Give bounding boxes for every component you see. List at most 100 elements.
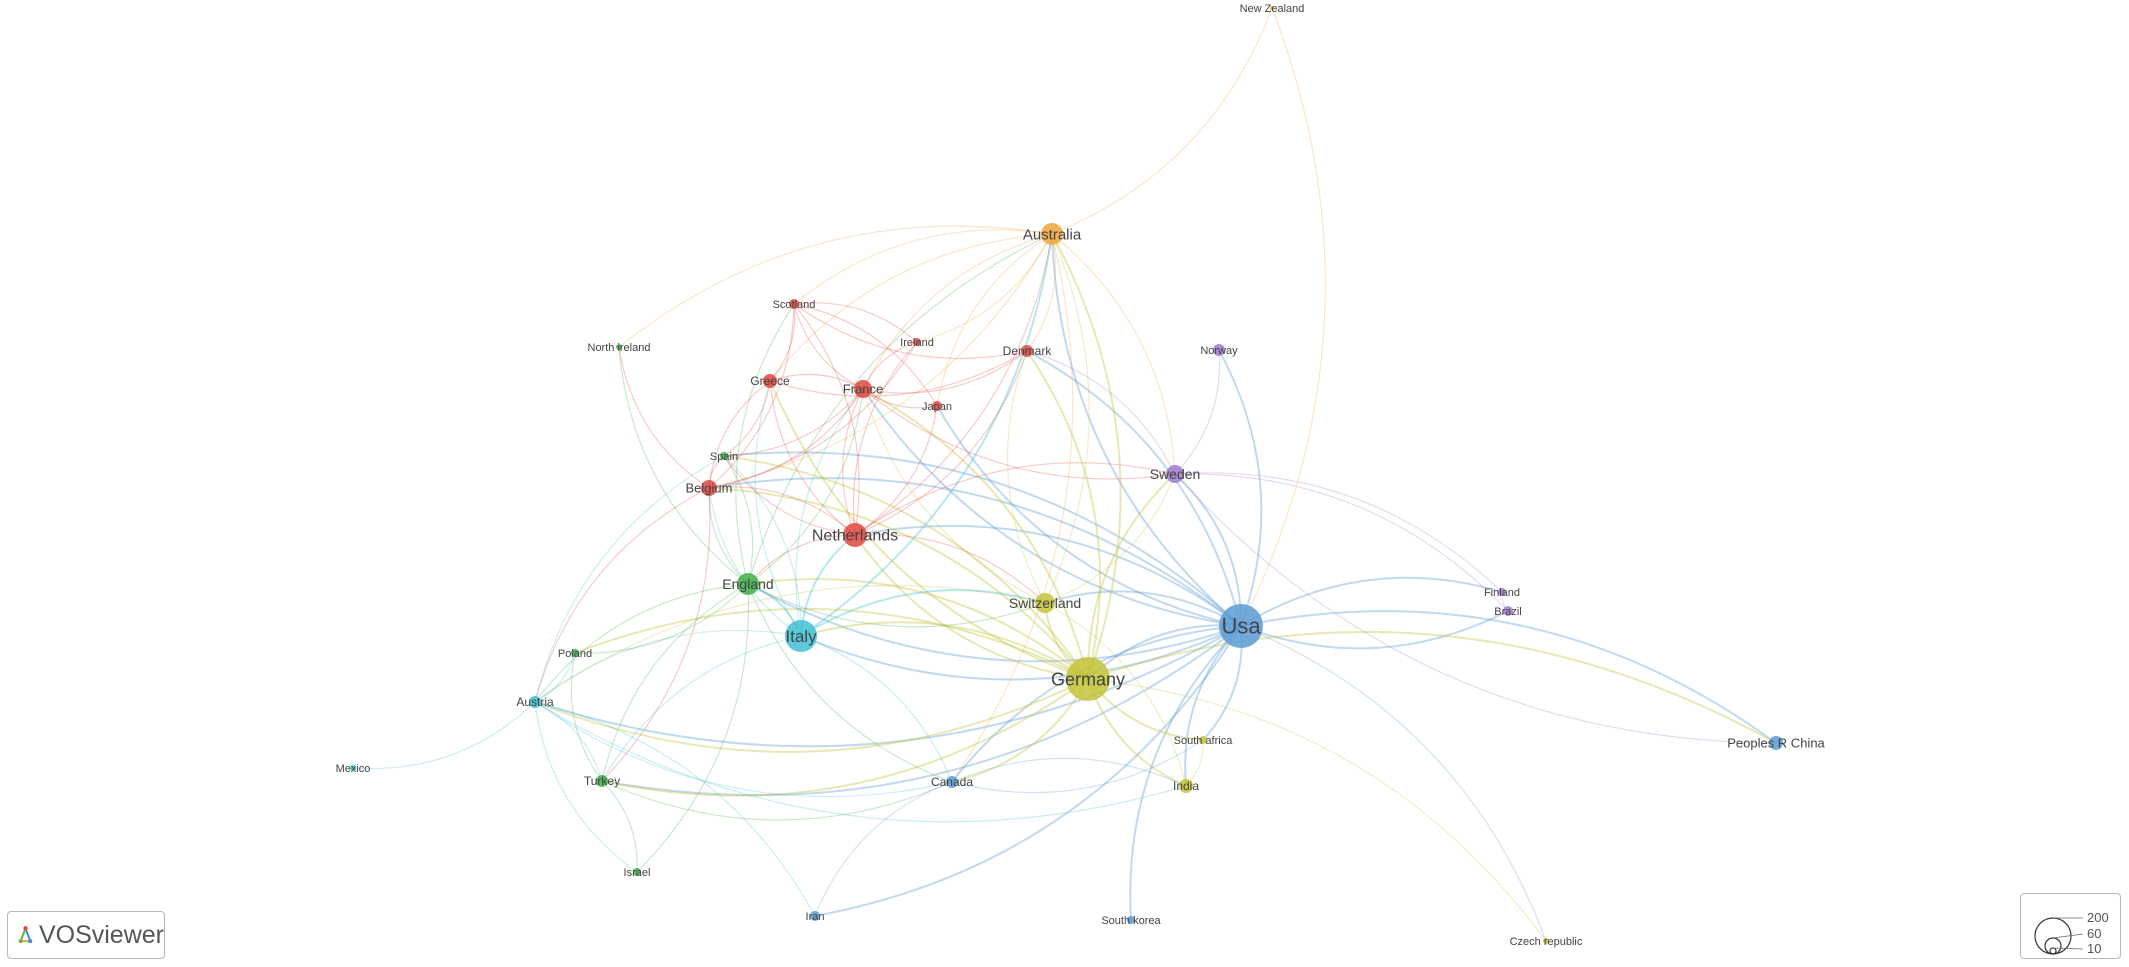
link-netherlands-japan	[854, 405, 938, 536]
label-canada[interactable]: Canada	[931, 775, 973, 789]
link-australia-denmark	[1026, 233, 1057, 352]
label-newzealand[interactable]: New Zealand	[1240, 3, 1305, 15]
link-newzealand-usa	[1240, 7, 1326, 627]
link-usa-italy	[800, 625, 1242, 681]
node-northireland[interactable]	[616, 344, 622, 350]
label-denmark[interactable]: Denmark	[1003, 344, 1053, 358]
label-spain[interactable]: Spain	[710, 451, 738, 463]
node-japan[interactable]	[932, 401, 942, 411]
label-czech[interactable]: Czech republic	[1510, 936, 1583, 948]
node-italy[interactable]	[785, 620, 817, 652]
node-scotland[interactable]	[789, 299, 799, 309]
node-finland[interactable]	[1498, 588, 1506, 596]
label-usa[interactable]: Usa	[1221, 614, 1261, 639]
node-netherlands[interactable]	[843, 523, 867, 547]
node-ireland[interactable]	[913, 338, 921, 346]
node-norway[interactable]	[1213, 344, 1225, 356]
node-czech[interactable]	[1543, 938, 1549, 944]
label-norway[interactable]: Norway	[1200, 345, 1238, 357]
node-mexico[interactable]	[350, 765, 356, 771]
link-germany-poland	[574, 607, 1089, 680]
label-england[interactable]: England	[722, 576, 773, 592]
label-switzerland[interactable]: Switzerland	[1009, 595, 1081, 611]
label-italy[interactable]: Italy	[785, 627, 817, 646]
node-brazil[interactable]	[1503, 606, 1513, 616]
link-switzerland-austria	[534, 584, 1046, 703]
label-northireland[interactable]: North ireland	[588, 342, 651, 354]
node-southkorea[interactable]	[1127, 916, 1135, 924]
legend-circle-small	[2049, 947, 2057, 955]
node-australia[interactable]	[1041, 223, 1063, 245]
link-australia-canada	[951, 233, 1074, 783]
link-germany-austria	[534, 678, 1089, 753]
label-southkorea[interactable]: South korea	[1101, 915, 1161, 927]
node-iran[interactable]	[810, 911, 820, 921]
node-usa[interactable]	[1219, 604, 1263, 648]
link-italy-belgium	[708, 487, 802, 637]
node-denmark[interactable]	[1021, 345, 1033, 357]
label-turkey[interactable]: Turkey	[584, 774, 620, 788]
link-france-belgium	[708, 388, 864, 489]
node-southafrica[interactable]	[1199, 736, 1207, 744]
link-germany-china	[1087, 630, 1777, 744]
label-greece[interactable]: Greece	[750, 374, 790, 388]
label-israel[interactable]: Israel	[624, 867, 651, 879]
node-england[interactable]	[737, 573, 759, 595]
label-scotland[interactable]: Scotland	[773, 299, 816, 311]
link-austria-spain	[534, 455, 725, 703]
node-india[interactable]	[1179, 779, 1193, 793]
label-netherlands[interactable]: Netherlands	[812, 528, 898, 545]
label-ireland[interactable]: Ireland	[900, 337, 934, 349]
link-canada-southafrica	[951, 739, 1204, 794]
link-usa-czech	[1240, 625, 1547, 942]
node-france[interactable]	[854, 380, 872, 398]
label-austria[interactable]: Austria	[516, 695, 554, 709]
link-netherlands-spain	[723, 455, 856, 536]
link-sweden-china	[1174, 473, 1777, 744]
link-germany-turkey	[601, 678, 1089, 797]
node-poland[interactable]	[571, 649, 579, 657]
node-canada[interactable]	[946, 776, 958, 788]
link-usa-spain	[723, 451, 1242, 627]
link-greece-spain	[723, 380, 771, 457]
node-greece[interactable]	[763, 374, 777, 388]
node-belgium[interactable]	[701, 480, 717, 496]
label-finland[interactable]: Finland	[1484, 587, 1520, 599]
label-belgium[interactable]: Belgium	[686, 481, 733, 496]
node-israel[interactable]	[633, 868, 641, 876]
link-austria-israel	[534, 701, 638, 873]
label-france[interactable]: France	[843, 382, 883, 397]
label-mexico[interactable]: Mexico	[336, 763, 371, 775]
link-greece-denmark	[769, 350, 1028, 397]
node-austria[interactable]	[529, 696, 541, 708]
label-germany[interactable]: Germany	[1051, 669, 1125, 689]
node-germany[interactable]	[1066, 657, 1110, 701]
node-spain[interactable]	[720, 452, 728, 460]
node-sweden[interactable]	[1166, 465, 1184, 483]
link-australia-scotland	[793, 229, 1053, 305]
link-germany-netherlands	[854, 534, 1089, 680]
node-china[interactable]	[1769, 736, 1783, 750]
link-austria-iran	[534, 701, 816, 917]
link-scotland-ireland	[793, 302, 918, 343]
link-germany-denmark	[1026, 350, 1101, 680]
link-france-spain	[723, 388, 864, 457]
label-sweden[interactable]: Sweden	[1150, 466, 1201, 482]
label-iran[interactable]: Iran	[806, 911, 825, 923]
link-switzerland-australia	[1044, 233, 1090, 604]
label-southafrica[interactable]: South africa	[1174, 735, 1234, 747]
link-turkey-israel	[601, 780, 638, 873]
link-australia-greece	[769, 233, 1053, 382]
link-netherlands-switzerland	[854, 533, 1046, 604]
label-australia[interactable]: Australia	[1023, 226, 1082, 243]
node-turkey[interactable]	[596, 775, 608, 787]
label-brazil[interactable]: Brazil	[1494, 606, 1522, 618]
link-italy-spain	[723, 455, 802, 637]
label-china[interactable]: Peoples R China	[1727, 736, 1825, 751]
label-poland[interactable]: Poland	[558, 648, 592, 660]
node-newzealand[interactable]	[1270, 6, 1274, 10]
label-india[interactable]: India	[1173, 779, 1199, 793]
label-japan[interactable]: Japan	[922, 401, 952, 413]
node-switzerland[interactable]	[1035, 593, 1055, 613]
